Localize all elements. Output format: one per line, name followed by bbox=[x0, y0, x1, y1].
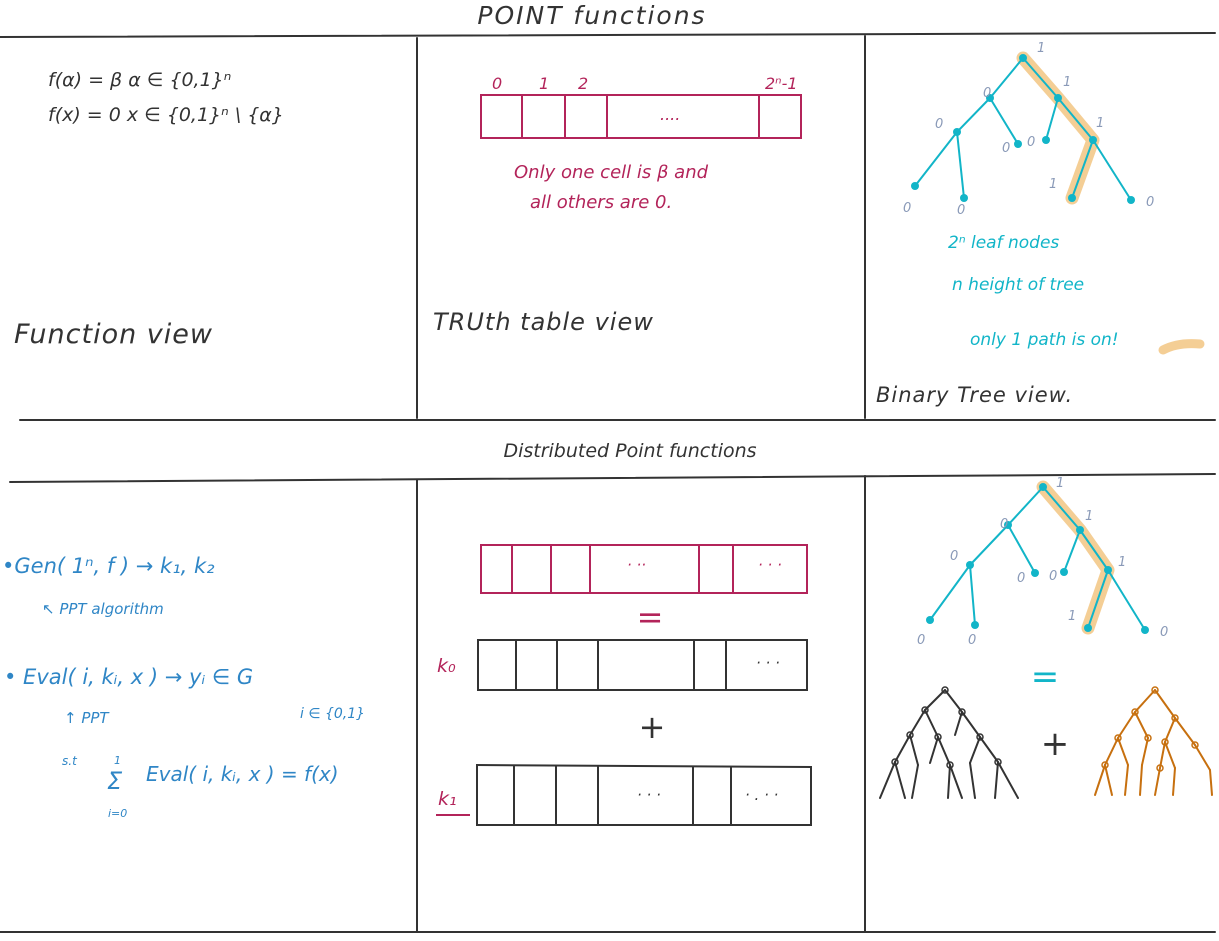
key1-array bbox=[475, 764, 813, 826]
svg-text:0: 0 bbox=[935, 117, 943, 132]
binary-tree-edge-labels: 1 0 1 0 0 0 1 0 0 1 0 bbox=[903, 41, 1154, 218]
result-array-ellipsis-2: · · · bbox=[758, 556, 782, 574]
truth-table-ellipsis: .... bbox=[660, 105, 680, 124]
eval-ppt-note: ↑ PPT bbox=[64, 709, 110, 727]
svg-text:0: 0 bbox=[1000, 517, 1008, 532]
binary-tree-panel: 1 0 1 0 0 0 1 0 0 1 0 2ⁿ leaf nodes n he… bbox=[876, 41, 1205, 407]
on-highlight-mark bbox=[1158, 339, 1205, 355]
truth-table-note-line-1: Only one cell is β and bbox=[514, 162, 709, 183]
dpf-binary-tree bbox=[929, 486, 1146, 631]
binary-tree-view-label: Binary Tree view. bbox=[876, 383, 1073, 407]
key1-tree-nodes bbox=[1101, 686, 1199, 772]
dpf-trees-panel: 1 0 1 0 0 0 1 0 0 1 0 = bbox=[879, 476, 1213, 799]
svg-text:1: 1 bbox=[1063, 75, 1071, 90]
svg-text:0: 0 bbox=[957, 203, 965, 218]
dpf-tree-edge-labels: 1 0 1 0 0 0 1 0 0 1 0 bbox=[917, 476, 1168, 648]
svg-text:0: 0 bbox=[983, 86, 991, 101]
index-label-0: 0 bbox=[492, 74, 502, 93]
section-subtitle: Distributed Point functions bbox=[503, 440, 756, 462]
svg-text:0: 0 bbox=[917, 633, 925, 648]
sum-lower-bound: i=0 bbox=[108, 807, 127, 820]
function-view-panel: f(α) = β α ∈ {0,1}ⁿ f(x) = 0 x ∈ {0,1}ⁿ … bbox=[14, 69, 284, 350]
result-array-ellipsis: · ·· bbox=[627, 556, 646, 574]
tables-plus-sign: + bbox=[639, 708, 666, 746]
svg-text:0: 0 bbox=[903, 201, 911, 216]
tables-equals-sign: = bbox=[637, 598, 664, 636]
trees-plus-sign: + bbox=[1041, 724, 1070, 764]
gen-ppt-note: ↖ PPT algorithm bbox=[42, 600, 164, 618]
key0-tree bbox=[879, 689, 1019, 799]
key0-label: k₀ bbox=[437, 655, 456, 677]
index-label-2: 2 bbox=[578, 74, 588, 93]
eval-algorithm: • Eval( i, kᵢ, x ) → yᵢ ∈ G bbox=[4, 665, 253, 689]
svg-text:0: 0 bbox=[1002, 141, 1010, 156]
function-definition-line-2: f(x) = 0 x ∈ {0,1}ⁿ \ {α} bbox=[48, 104, 284, 126]
binary-tree-nodes bbox=[911, 54, 1135, 204]
such-that: s.t bbox=[62, 754, 78, 768]
gen-algorithm: •Gen( 1ⁿ, f ) → k₁, k₂ bbox=[2, 554, 215, 578]
lower-header-rule bbox=[9, 473, 1216, 483]
svg-text:1: 1 bbox=[1096, 116, 1104, 131]
svg-text:0: 0 bbox=[1049, 569, 1057, 584]
key0-ellipsis: · · · bbox=[756, 654, 780, 672]
dpf-binary-tree-nodes bbox=[926, 483, 1149, 634]
grid-lines bbox=[0, 32, 1216, 933]
svg-text:0: 0 bbox=[1027, 135, 1035, 150]
function-view-label: Function view bbox=[14, 319, 213, 350]
key1-label: k₁ bbox=[438, 788, 457, 810]
key0-tree-nodes bbox=[891, 686, 1002, 769]
index-label-1: 1 bbox=[539, 74, 549, 93]
key1-ellipsis-2: · . · · bbox=[745, 786, 778, 804]
truth-table-note-line-2: all others are 0. bbox=[530, 192, 672, 213]
trees-equals-sign: = bbox=[1031, 657, 1060, 697]
key1-tree bbox=[1094, 689, 1213, 796]
eval-domain: i ∈ {0,1} bbox=[300, 706, 365, 722]
svg-text:1: 1 bbox=[1056, 476, 1064, 491]
svg-text:1: 1 bbox=[1118, 555, 1126, 570]
page-title: POINT functions bbox=[477, 1, 706, 30]
svg-text:0: 0 bbox=[1017, 571, 1025, 586]
svg-text:0: 0 bbox=[1160, 625, 1168, 640]
sum-upper-bound: 1 bbox=[114, 754, 121, 767]
truth-table-array bbox=[480, 94, 802, 139]
binary-tree bbox=[914, 57, 1132, 201]
tree-note-line-1: 2ⁿ leaf nodes bbox=[948, 233, 1059, 253]
svg-text:0: 0 bbox=[1146, 195, 1154, 210]
key1-ellipsis: · · · bbox=[637, 786, 661, 804]
tree-note-line-3: only 1 path is on! bbox=[970, 330, 1119, 350]
sum-symbol: Σ bbox=[107, 767, 123, 795]
truth-table-panel: 0 1 2 2ⁿ-1 .... Only one cell is β and a… bbox=[433, 74, 802, 336]
dpf-algorithms-panel: •Gen( 1ⁿ, f ) → k₁, k₂ ↖ PPT algorithm •… bbox=[2, 554, 365, 820]
truth-table-view-label: TRUth table view bbox=[433, 308, 654, 336]
svg-text:1: 1 bbox=[1085, 509, 1093, 524]
top-header-rule bbox=[0, 32, 1216, 38]
svg-text:0: 0 bbox=[950, 549, 958, 564]
sum-expression: Eval( i, kᵢ, x ) = f(x) bbox=[146, 762, 339, 786]
truth-table-index-labels: 0 1 2 2ⁿ-1 bbox=[492, 74, 798, 93]
svg-text:1: 1 bbox=[1037, 41, 1045, 56]
svg-text:1: 1 bbox=[1049, 177, 1057, 192]
key0-array bbox=[477, 639, 808, 691]
tree-note-line-2: n height of tree bbox=[952, 275, 1084, 295]
result-array bbox=[480, 544, 808, 594]
function-definition-line-1: f(α) = β α ∈ {0,1}ⁿ bbox=[48, 69, 231, 91]
index-label-last: 2ⁿ-1 bbox=[765, 74, 798, 93]
dpf-tables-panel: · ·· · · · = k₀ · · · + k₁ · · · · bbox=[436, 544, 813, 826]
svg-text:1: 1 bbox=[1068, 609, 1076, 624]
svg-text:0: 0 bbox=[968, 633, 976, 648]
